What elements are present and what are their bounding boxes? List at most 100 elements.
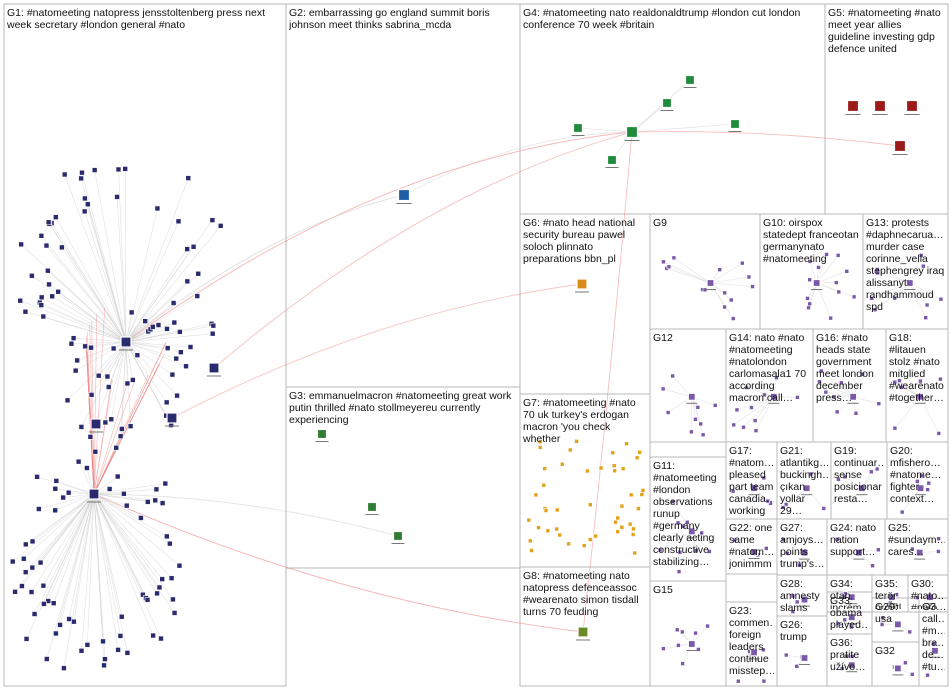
node bbox=[752, 418, 758, 423]
node bbox=[559, 461, 565, 467]
node bbox=[209, 217, 216, 223]
node bbox=[22, 308, 29, 315]
edge bbox=[125, 341, 167, 416]
edge bbox=[93, 379, 113, 495]
node bbox=[78, 175, 84, 182]
node bbox=[806, 305, 811, 311]
node bbox=[823, 389, 829, 395]
node bbox=[839, 380, 844, 386]
node bbox=[807, 277, 812, 283]
node bbox=[640, 488, 646, 493]
edge bbox=[93, 493, 160, 588]
node bbox=[790, 609, 796, 614]
node bbox=[175, 218, 182, 225]
edge bbox=[93, 493, 154, 636]
node bbox=[730, 316, 736, 321]
edge bbox=[710, 282, 753, 287]
hub-node bbox=[120, 336, 132, 348]
edge bbox=[877, 269, 910, 284]
node bbox=[717, 267, 722, 272]
node bbox=[138, 515, 144, 521]
panel-g7 bbox=[519, 393, 651, 568]
edge bbox=[93, 493, 123, 617]
panel-g14 bbox=[725, 328, 814, 443]
edge bbox=[14, 493, 95, 593]
node bbox=[9, 558, 16, 565]
node bbox=[43, 656, 50, 662]
node bbox=[106, 486, 113, 492]
hub-node bbox=[90, 418, 102, 430]
panel-g26 bbox=[776, 615, 828, 687]
hub-node bbox=[854, 548, 864, 557]
node bbox=[876, 401, 882, 406]
node bbox=[149, 324, 156, 330]
edge bbox=[84, 211, 127, 343]
edge bbox=[125, 208, 158, 343]
panel-g32 bbox=[871, 641, 920, 687]
node bbox=[154, 205, 161, 212]
edge bbox=[51, 296, 127, 343]
node bbox=[612, 468, 617, 474]
node bbox=[113, 444, 120, 451]
edge bbox=[93, 493, 148, 600]
node bbox=[700, 432, 706, 438]
edge bbox=[125, 225, 221, 343]
node bbox=[162, 480, 169, 487]
hub-node bbox=[930, 646, 940, 655]
node bbox=[835, 253, 841, 258]
node bbox=[680, 523, 686, 529]
edge bbox=[738, 652, 755, 682]
node bbox=[85, 201, 91, 208]
node bbox=[19, 583, 25, 589]
node bbox=[675, 520, 681, 526]
node bbox=[174, 392, 180, 399]
edge bbox=[663, 261, 711, 284]
node bbox=[696, 647, 701, 652]
hub-node bbox=[749, 484, 759, 493]
edge bbox=[668, 266, 711, 284]
edge bbox=[93, 493, 158, 594]
edge bbox=[93, 493, 106, 660]
node bbox=[118, 613, 125, 620]
inter-group-edge bbox=[125, 131, 633, 343]
edge bbox=[53, 493, 95, 604]
edge bbox=[746, 387, 774, 398]
edge bbox=[871, 282, 910, 299]
node bbox=[731, 422, 737, 428]
hub-node bbox=[572, 122, 584, 134]
edge-layer bbox=[12, 79, 942, 682]
node bbox=[173, 355, 180, 362]
node bbox=[144, 499, 151, 505]
panel-g25 bbox=[884, 518, 949, 576]
node bbox=[892, 425, 898, 431]
hub-node bbox=[366, 501, 378, 513]
node bbox=[695, 405, 701, 410]
edge bbox=[116, 196, 127, 343]
node bbox=[134, 352, 141, 358]
node bbox=[732, 537, 737, 543]
node bbox=[874, 466, 880, 472]
inter-group-edge bbox=[403, 131, 633, 196]
edge bbox=[25, 493, 95, 573]
node bbox=[593, 533, 598, 539]
hub-node bbox=[893, 664, 902, 673]
node bbox=[661, 259, 666, 265]
edge bbox=[120, 341, 127, 437]
node bbox=[851, 294, 857, 300]
node bbox=[82, 195, 88, 202]
edge bbox=[91, 341, 127, 396]
edge bbox=[743, 396, 775, 428]
node bbox=[636, 506, 641, 511]
node bbox=[154, 590, 160, 597]
node bbox=[665, 410, 671, 415]
hub-node bbox=[687, 392, 696, 401]
edge bbox=[68, 493, 95, 620]
edge bbox=[93, 493, 148, 503]
edge bbox=[93, 493, 119, 650]
node bbox=[110, 345, 117, 352]
edge bbox=[93, 493, 121, 636]
node bbox=[167, 540, 173, 547]
edge bbox=[733, 396, 775, 426]
hub-node bbox=[316, 428, 328, 440]
hub-node bbox=[849, 392, 858, 401]
